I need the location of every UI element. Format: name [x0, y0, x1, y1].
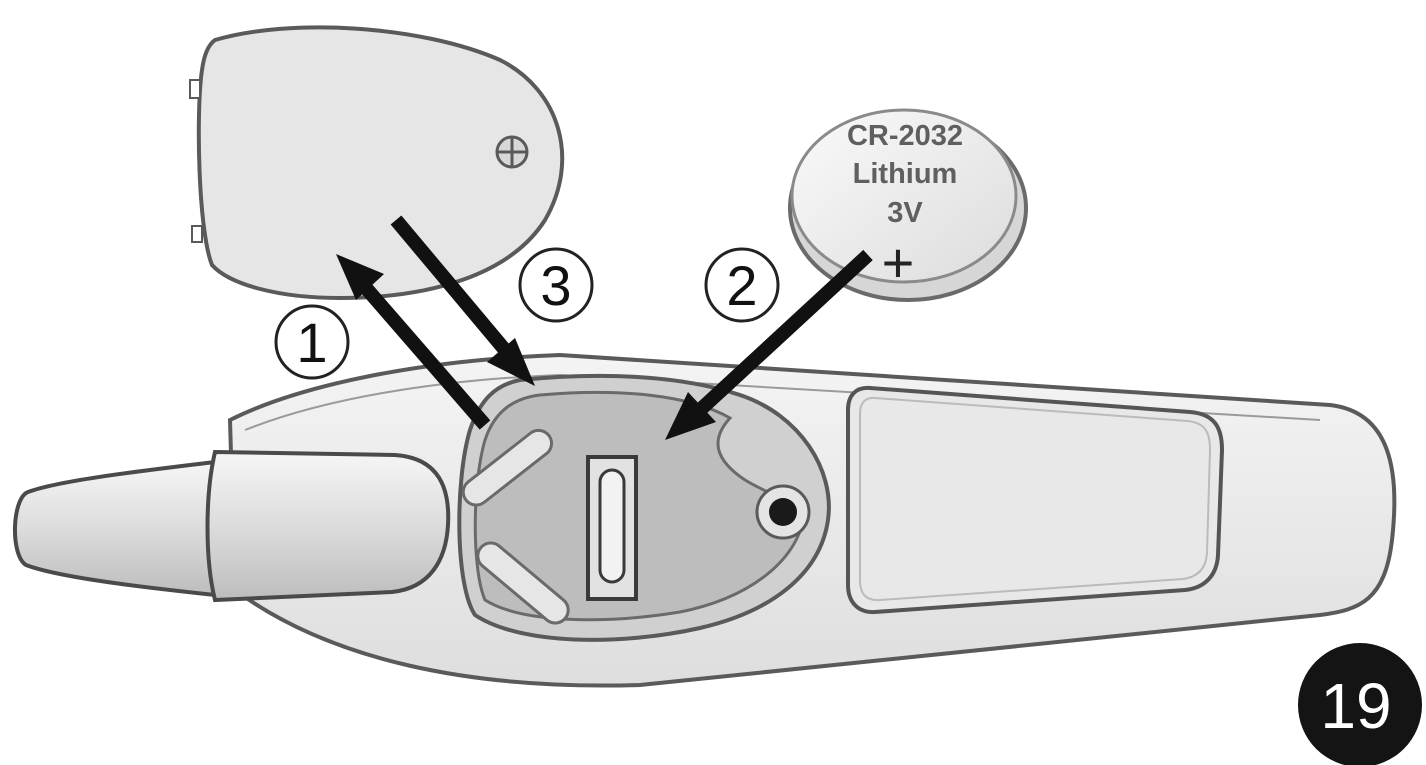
- step-1-label: 1: [296, 311, 327, 374]
- probe-tip-outer: [13, 459, 217, 598]
- cover-tab-top: [189, 79, 201, 99]
- battery-polarity-plus: +: [882, 231, 915, 294]
- arrow-2: [695, 249, 873, 416]
- step-2-badge: 2: [704, 247, 780, 323]
- probe-collar: [205, 449, 451, 603]
- cover-tab-bottom: [191, 225, 203, 243]
- arrows: [336, 215, 873, 440]
- step-2-label: 2: [726, 254, 757, 317]
- page-number-badge: 19: [1298, 643, 1422, 765]
- arrow-2-head: [665, 392, 716, 440]
- arrow-1: [360, 283, 491, 430]
- contact-slot-lower: [476, 541, 570, 625]
- step-badges: 1 3 2: [274, 247, 780, 380]
- arrow-3-head: [487, 338, 535, 386]
- page-number-label: 19: [1320, 670, 1391, 742]
- battery-cover: [189, 25, 565, 301]
- center-contact-spring: [598, 468, 626, 584]
- coin-cell-battery: CR-2032 Lithium 3V +: [788, 108, 1028, 302]
- cover-outline: [196, 25, 565, 301]
- screw-hole: [769, 498, 797, 526]
- display-window-inner: [859, 396, 1212, 602]
- display-window: [846, 385, 1225, 615]
- probe-tip: [13, 449, 451, 603]
- step-3-label: 3: [540, 254, 571, 317]
- arrow-3: [390, 215, 511, 355]
- battery-face: [790, 108, 1018, 284]
- step-1-badge: 1: [274, 304, 350, 380]
- arrow-1-head: [336, 254, 384, 300]
- battery-label-chemistry: Lithium: [853, 158, 958, 190]
- contact-slot-upper: [461, 428, 554, 507]
- battery-label-voltage: 3V: [887, 197, 923, 229]
- battery-compartment: [457, 373, 831, 642]
- battery-label-model: CR-2032: [847, 120, 963, 152]
- cover-screw-icon: [495, 135, 529, 169]
- step-3-badge: 3: [518, 247, 594, 323]
